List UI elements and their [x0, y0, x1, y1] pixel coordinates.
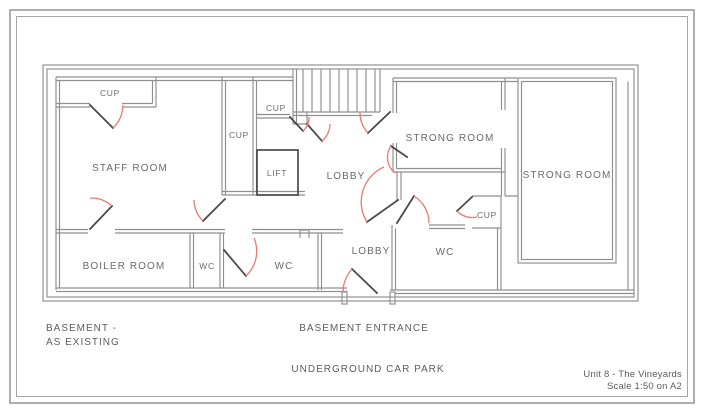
- door-swing-arc: [359, 111, 369, 134]
- door-leaf: [305, 122, 324, 143]
- lift-shaft: [256, 149, 299, 196]
- room-label-cup-top-left: CUP: [100, 88, 120, 98]
- door-swing-arc: [386, 145, 396, 174]
- sheet-border: [9, 9, 695, 404]
- door-leaf: [350, 267, 379, 295]
- room-label-staff-room: STAFF ROOM: [92, 163, 168, 174]
- door-leaf: [365, 198, 400, 224]
- room-label-wc-middle: WC: [275, 261, 294, 272]
- title-block: Unit 8 - The Vineyards Scale 1:50 on A2: [583, 369, 682, 392]
- annotation-basement-entrance: BASEMENT ENTRANCE: [299, 323, 429, 334]
- room-label-boiler-room: BOILER ROOM: [83, 261, 166, 272]
- room-label-lift: LIFT: [267, 168, 287, 178]
- room-label-wc-right: WC: [436, 247, 455, 258]
- door-swing-arc: [342, 268, 353, 293]
- annotations: BASEMENT - AS EXISTING BASEMENT ENTRANCE…: [46, 323, 444, 375]
- door-swing-arc: [193, 199, 204, 222]
- door-swing-arc: [302, 116, 310, 132]
- door-swing-arc: [89, 197, 113, 207]
- door-leaf: [222, 248, 248, 278]
- door-leaf: [366, 110, 392, 135]
- door-swing-arc: [112, 104, 124, 129]
- door-swing-arc: [413, 195, 430, 224]
- door-swing-arc: [456, 210, 478, 219]
- building-shell: [42, 64, 639, 302]
- door-leaf: [88, 103, 115, 130]
- room-label-wc-small: WC: [199, 261, 215, 271]
- interior-walls: [55, 69, 634, 305]
- annotation-basement-line2: AS EXISTING: [46, 337, 120, 348]
- room-label-strong-room-1: STRONG ROOM: [406, 133, 495, 144]
- title-project: Unit 8 - The Vineyards: [583, 369, 682, 380]
- room-label-strong-room-2: STRONG ROOM: [523, 170, 612, 181]
- door-leaf: [288, 115, 305, 133]
- door-leaf: [455, 195, 474, 213]
- annotation-basement-line1: BASEMENT -: [46, 323, 117, 334]
- door-swing-arc: [245, 237, 258, 277]
- room-label-lobby-upper: LOBBY: [327, 171, 366, 182]
- room-label-cup-by-stairs: CUP: [266, 103, 286, 113]
- door-leaf: [201, 197, 227, 223]
- door-swings: [89, 104, 478, 293]
- annotation-underground-car-park: UNDERGROUND CAR PARK: [291, 364, 444, 375]
- room-labels: CUP STAFF ROOM CUP CUP LIFT LOBBY STRONG…: [83, 88, 612, 272]
- title-scale: Scale 1:50 on A2: [607, 381, 682, 392]
- room-label-lobby-lower: LOBBY: [352, 246, 391, 257]
- door-leaf: [88, 204, 114, 231]
- door-swing-arc: [360, 166, 385, 223]
- door-leaf: [395, 194, 416, 225]
- stair-treads: [302, 69, 376, 112]
- door-leaf: [389, 144, 409, 159]
- room-label-cup-closet: CUP: [229, 130, 249, 140]
- door-swing-arc: [321, 123, 331, 142]
- door-leaves: [88, 103, 474, 295]
- room-label-cup-right: CUP: [477, 210, 497, 220]
